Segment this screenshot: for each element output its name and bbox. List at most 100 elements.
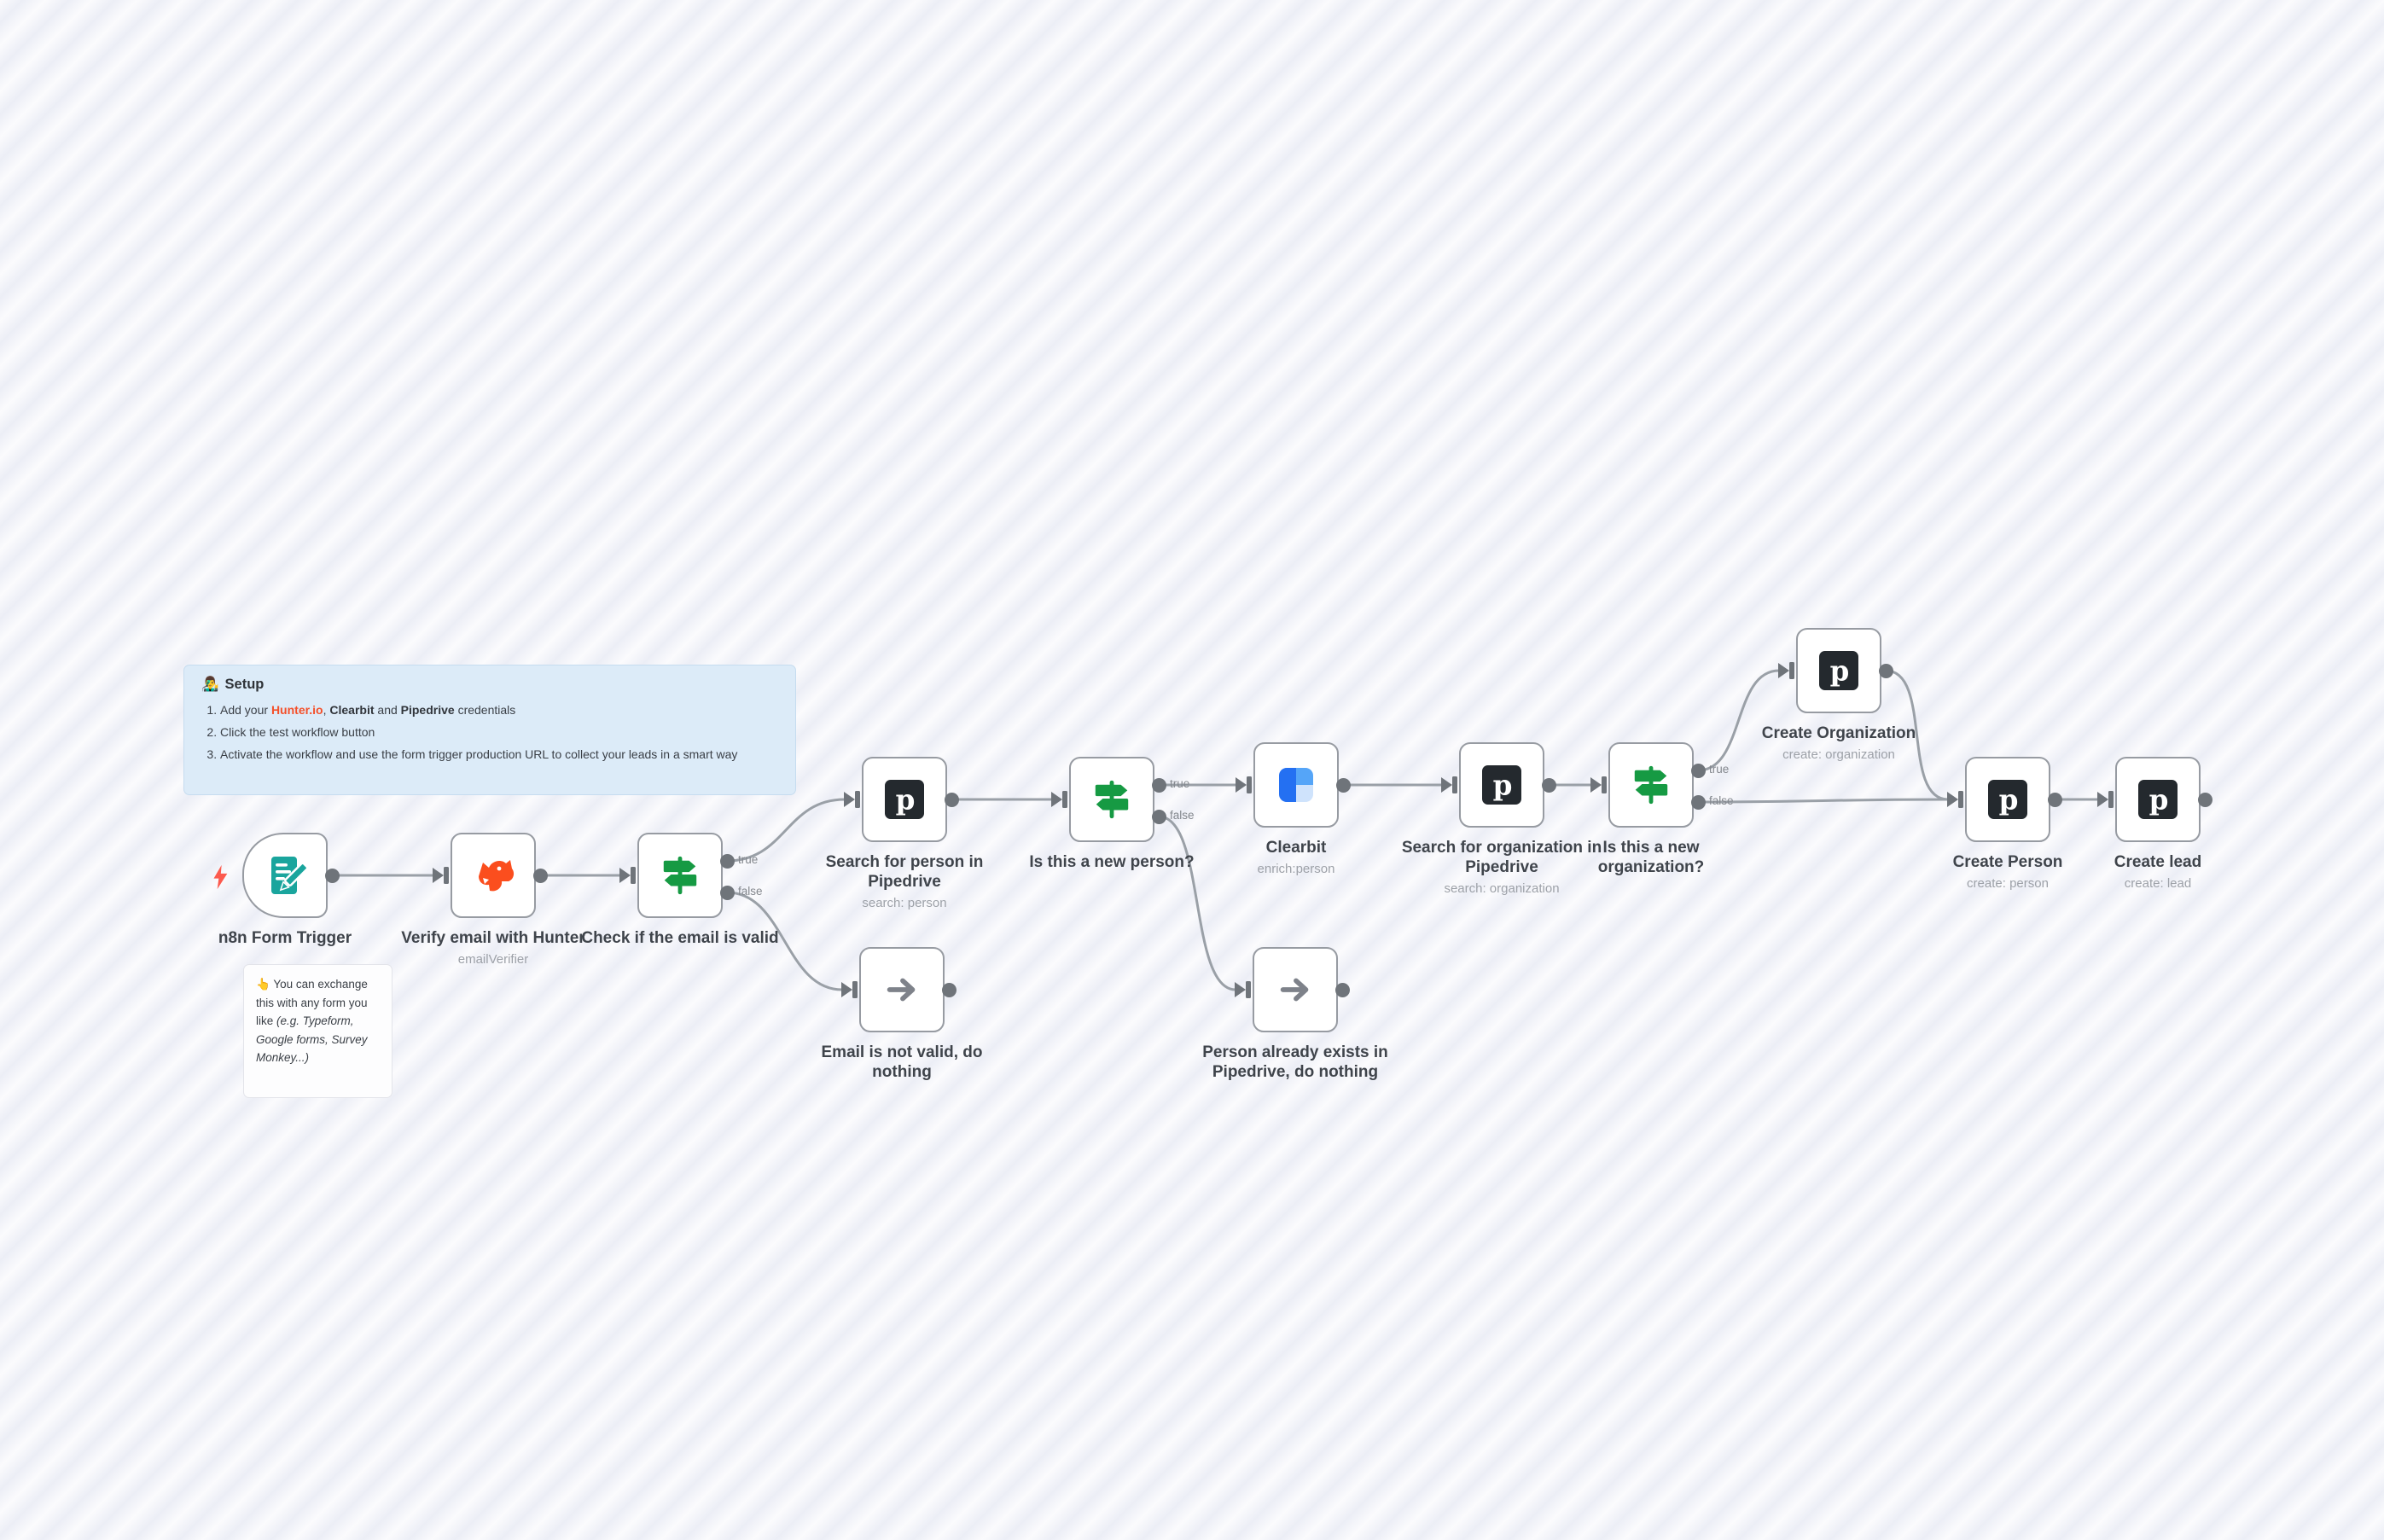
node-sublabel: create: lead: [2124, 876, 2192, 891]
connection-create-org-to-create-person[interactable]: [1885, 669, 1949, 801]
output-port[interactable]: [532, 868, 548, 883]
connection-is-new-org-to-create-person[interactable]: [1697, 798, 1949, 804]
connection-is-new-org-to-create-org[interactable]: [1697, 669, 1780, 772]
node-sublabel: search: organization: [1444, 881, 1560, 896]
input-port[interactable]: [1778, 661, 1797, 680]
connection-check-valid-to-noop-email[interactable]: [726, 891, 843, 991]
output-port[interactable]: [1541, 777, 1556, 793]
connection-check-valid-to-search-person[interactable]: [726, 798, 846, 863]
node-sublabel: create: person: [1967, 876, 2049, 891]
node-label: organization?: [1597, 858, 1705, 876]
clearbit-icon: [1276, 764, 1317, 805]
node-label: n8n Form Trigger: [218, 929, 352, 947]
node-create-lead[interactable]: p: [2115, 757, 2201, 842]
output-port[interactable]: [1334, 982, 1350, 997]
form-trigger-icon: [262, 852, 308, 898]
node-label: Create Organization: [1761, 724, 1916, 742]
svg-text:p: p: [1830, 654, 1850, 688]
form-hint-text: 👆 You can exchange this with any form yo…: [256, 978, 368, 1064]
node-label: Verify email with Hunter: [401, 929, 585, 947]
svg-text:p: p: [896, 783, 916, 816]
setup-steps-list: Add your Hunter.io, Clearbit and Pipedri…: [201, 701, 778, 763]
node-clearbit[interactable]: [1253, 742, 1339, 828]
output-port[interactable]: [941, 982, 957, 997]
output-port-false[interactable]: [1151, 809, 1166, 824]
node-label: Create lead: [2114, 853, 2202, 871]
node-create-person[interactable]: p: [1965, 757, 2050, 842]
if-icon: [1090, 778, 1133, 821]
person-singer-emoji-icon: 👨‍🎤: [201, 677, 219, 692]
input-port[interactable]: [1947, 790, 1966, 809]
output-port-label: false: [1709, 794, 1734, 807]
noop-icon: [1276, 970, 1315, 1009]
node-caption-create-lead: Create lead create: lead: [2013, 852, 2303, 892]
input-port[interactable]: [2097, 790, 2116, 809]
node-label: Is this a new: [1602, 839, 1700, 857]
output-port[interactable]: [2047, 792, 2062, 807]
node-label: Search for organization in: [1401, 839, 1602, 857]
input-port[interactable]: [1235, 980, 1253, 999]
node-label: nothing: [872, 1063, 932, 1081]
node-noop-email[interactable]: [859, 947, 945, 1032]
sticky-note-setup[interactable]: 👨‍🎤 Setup Add your Hunter.io, Clearbit a…: [183, 665, 796, 795]
output-port[interactable]: [324, 868, 340, 883]
input-port[interactable]: [433, 866, 451, 885]
node-caption-check-valid: Check if the email is valid: [535, 928, 825, 948]
hunter-icon: [471, 853, 515, 898]
node-caption-is-new-person: Is this a new person?: [967, 852, 1257, 872]
node-label: Clearbit: [1265, 839, 1327, 857]
output-port-label: false: [1170, 809, 1195, 822]
connection-is-new-person-to-noop-person[interactable]: [1158, 815, 1236, 991]
input-port[interactable]: [1441, 776, 1460, 794]
output-port-label: true: [738, 853, 759, 866]
node-form-trigger[interactable]: [242, 833, 328, 918]
input-port[interactable]: [1590, 776, 1609, 794]
node-create-org[interactable]: p: [1796, 628, 1881, 713]
node-noop-person[interactable]: [1253, 947, 1338, 1032]
output-port-true[interactable]: [1151, 777, 1166, 793]
input-port[interactable]: [841, 980, 860, 999]
output-port[interactable]: [944, 792, 959, 807]
output-port[interactable]: [1335, 777, 1351, 793]
node-caption-form-trigger: n8n Form Trigger: [140, 928, 430, 948]
node-label: Pipedrive: [868, 873, 941, 891]
setup-note-title: 👨‍🎤 Setup: [201, 677, 778, 693]
output-port[interactable]: [1878, 663, 1893, 678]
node-search-org[interactable]: p: [1459, 742, 1544, 828]
if-icon: [1630, 764, 1672, 806]
node-label: Pipedrive, do nothing: [1212, 1063, 1379, 1081]
svg-text:p: p: [1999, 783, 2019, 816]
setup-note-heading: Setup: [224, 677, 265, 692]
output-port-true[interactable]: [719, 853, 735, 869]
node-label: Check if the email is valid: [581, 929, 779, 947]
pipedrive-icon: p: [2138, 780, 2178, 819]
input-port[interactable]: [1236, 776, 1254, 794]
node-is-new-person[interactable]: [1069, 757, 1154, 842]
sticky-note-form-hint[interactable]: 👆 You can exchange this with any form yo…: [243, 964, 392, 1098]
pipedrive-icon: p: [1988, 780, 2027, 819]
output-port-false[interactable]: [1690, 794, 1706, 810]
node-hunter[interactable]: [451, 833, 536, 918]
input-port[interactable]: [1051, 790, 1070, 809]
output-port-true[interactable]: [1690, 763, 1706, 778]
input-port[interactable]: [619, 866, 638, 885]
node-is-new-org[interactable]: [1608, 742, 1694, 828]
node-search-person[interactable]: p: [862, 757, 947, 842]
node-label: Email is not valid, do: [821, 1043, 983, 1061]
output-port[interactable]: [2197, 792, 2212, 807]
svg-text:p: p: [1493, 769, 1513, 802]
pipedrive-icon: p: [1482, 765, 1521, 805]
input-port[interactable]: [844, 790, 863, 809]
node-check-valid[interactable]: [637, 833, 723, 918]
noop-icon: [882, 970, 922, 1009]
output-port-false[interactable]: [719, 885, 735, 900]
